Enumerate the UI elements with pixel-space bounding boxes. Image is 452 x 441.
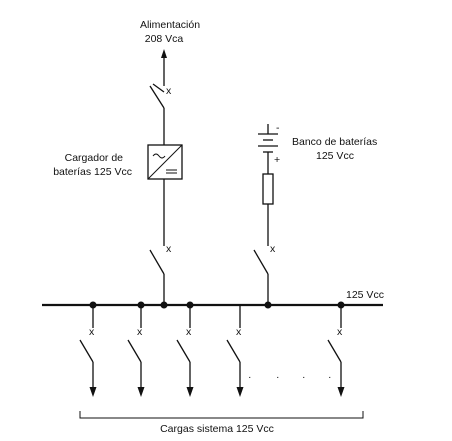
- supply-arrow-icon: [161, 49, 167, 58]
- bus-label: 125 Vcc: [346, 289, 384, 301]
- battery-label-line1: Banco de baterías: [292, 136, 377, 148]
- load-arrow-icon: [89, 387, 97, 397]
- load-arrow-icon: [236, 387, 244, 397]
- ellipsis-dot: ·: [328, 371, 332, 383]
- breaker-mark: x: [236, 326, 242, 338]
- breaker-mark: x: [166, 85, 172, 97]
- battery-bank-icon: [258, 124, 278, 174]
- charger-label-line1: Cargador de: [65, 152, 124, 164]
- ellipsis-dot: ·: [248, 371, 252, 383]
- load-feeder-5: x: [327, 305, 345, 397]
- bus-junction-dot: [160, 301, 168, 309]
- ac-symbol-icon: [152, 153, 166, 159]
- charger-input-breaker: x: [149, 83, 172, 145]
- loads-bracket: [79, 411, 364, 419]
- battery-plus-sign: +: [274, 154, 280, 166]
- load-arrow-icon: [137, 387, 145, 397]
- load-arrow-icon: [186, 387, 194, 397]
- breaker-mark: x: [166, 243, 172, 255]
- battery-label-line2: 125 Vcc: [316, 150, 354, 162]
- supply-label-line1: Alimentación: [140, 19, 200, 31]
- charger-label-line2: baterías 125 Vcc: [53, 166, 132, 178]
- loads-label: Cargas sistema 125 Vcc: [160, 423, 274, 435]
- battery-fuse: [262, 173, 274, 246]
- charger-box: [147, 144, 183, 180]
- load-feeder-2: x: [127, 305, 145, 397]
- breaker-mark: x: [137, 326, 143, 338]
- breaker-mark: x: [89, 326, 95, 338]
- load-feeder-4: x: [226, 305, 244, 397]
- battery-breaker: x: [253, 243, 276, 305]
- breaker-mark: x: [270, 243, 276, 255]
- load-arrow-icon: [337, 387, 345, 397]
- load-feeder-3: x: [176, 305, 194, 397]
- bus-junction-dot: [264, 301, 272, 309]
- load-feeder-1: x: [79, 305, 97, 397]
- ellipsis-dot: ·: [276, 371, 280, 383]
- supply-label-line2: 208 Vca: [145, 33, 184, 45]
- charger-output-breaker: x: [149, 243, 172, 305]
- breaker-mark: x: [337, 326, 343, 338]
- breaker-mark: x: [186, 326, 192, 338]
- ellipsis-dot: ·: [302, 371, 306, 383]
- battery-minus-sign: -: [276, 122, 280, 134]
